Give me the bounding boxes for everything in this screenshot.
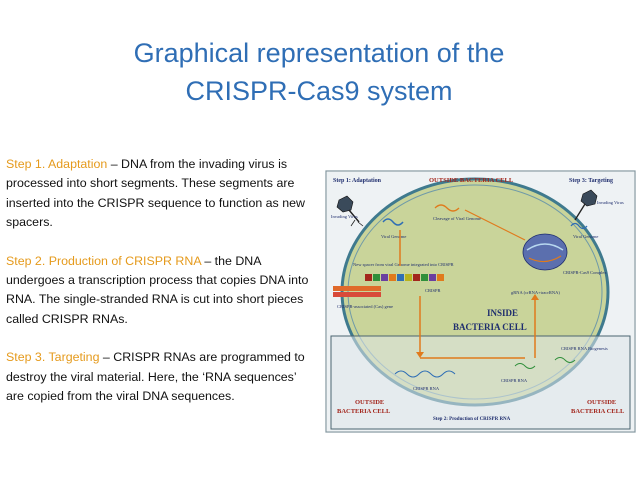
label-outside-right-2: BACTERIA CELL: [571, 408, 625, 415]
label-outside-left-1: OUTSIDE: [355, 399, 384, 406]
flow-arrows: [399, 209, 539, 359]
label-viral-genome-right: Viral Genome: [573, 234, 598, 239]
viral-genome-left-icon: [382, 218, 404, 226]
cas-gene-icon: [333, 286, 381, 297]
label-grna: gRNA (crRNA+tracrRNA): [511, 290, 560, 295]
label-outside-top: OUTSIDE BACTERIA CELL: [429, 177, 514, 184]
label-invading-virus-right: Invading Virus: [597, 200, 624, 205]
title-line-1: Graphical representation of the: [133, 38, 505, 68]
label-new-spacer: New spacer from viral Genome integrated …: [353, 262, 454, 267]
steps-text: Step 1. Adaptation – DNA from the invadi…: [6, 155, 316, 425]
step-description: – DNA from the invading virus is process…: [6, 157, 305, 230]
crispr-array-icon: [365, 274, 444, 281]
label-cas-gene: CRISPR-associated (Cas) gene: [337, 304, 393, 309]
step-description: – the DNA undergoes a transcription proc…: [6, 253, 309, 326]
label-crispr-rna-low: CRISPR RNA: [413, 386, 440, 391]
label-inside-1: INSIDE: [487, 308, 518, 318]
label-viral-genome-left: Viral Genome: [381, 234, 406, 239]
label-invading-virus-left: Invading Virus: [331, 214, 358, 219]
label-crispr-rna-biogenesis: CRISPR RNA Biogenesis: [561, 346, 608, 351]
label-crispr: CRISPR: [425, 288, 441, 293]
label-step1: Step 1: Adaptation: [333, 178, 382, 184]
label-step2: Step 2: Production of CRISPR RNA: [433, 417, 511, 422]
virus-left-icon: [336, 195, 364, 227]
label-crispr-rna-mid: CRISPR RNA: [501, 378, 528, 383]
diagram-frame: [325, 170, 636, 433]
step-adaptation: Step 1. Adaptation – DNA from the invadi…: [6, 155, 316, 233]
slide-title: Graphical representation of the CRISPR-C…: [0, 34, 638, 110]
step-targeting: Step 3. Targeting – CRISPR RNAs are prog…: [6, 348, 316, 406]
label-cas9-complex: CRISPR-Cas9 Complex: [563, 270, 607, 275]
virus-right-icon: [574, 189, 598, 221]
cas9-complex-icon: [522, 233, 568, 271]
step-name: Step 2. Production of CRISPR RNA: [6, 253, 201, 268]
label-step3: Step 3: Targeting: [569, 178, 613, 184]
rna-production-box: [330, 335, 631, 430]
label-inside-2: BACTERIA CELL: [453, 322, 527, 332]
title-line-2: CRISPR-Cas9 system: [185, 76, 453, 106]
step-name: Step 1. Adaptation: [6, 157, 108, 171]
step-production: Step 2. Production of CRISPR RNA – the D…: [6, 252, 316, 330]
cleavage-icon: [434, 204, 460, 212]
label-cleavage: Cleavage of Viral Genome: [433, 216, 481, 221]
step-description: – CRISPR RNAs are programmed to destroy …: [6, 350, 305, 404]
crispr-diagram: Step 1: Adaptation OUTSIDE BACTERIA CELL…: [325, 170, 636, 433]
crispr-diagram-svg: Step 1: Adaptation OUTSIDE BACTERIA CELL…: [325, 170, 636, 433]
label-outside-right-1: OUTSIDE: [587, 399, 616, 406]
crispr-rna-strands-icon: [394, 357, 576, 378]
label-outside-left-2: BACTERIA CELL: [337, 408, 391, 415]
viral-genome-right-icon: [570, 222, 588, 230]
step-name: Step 3. Targeting: [6, 350, 100, 365]
